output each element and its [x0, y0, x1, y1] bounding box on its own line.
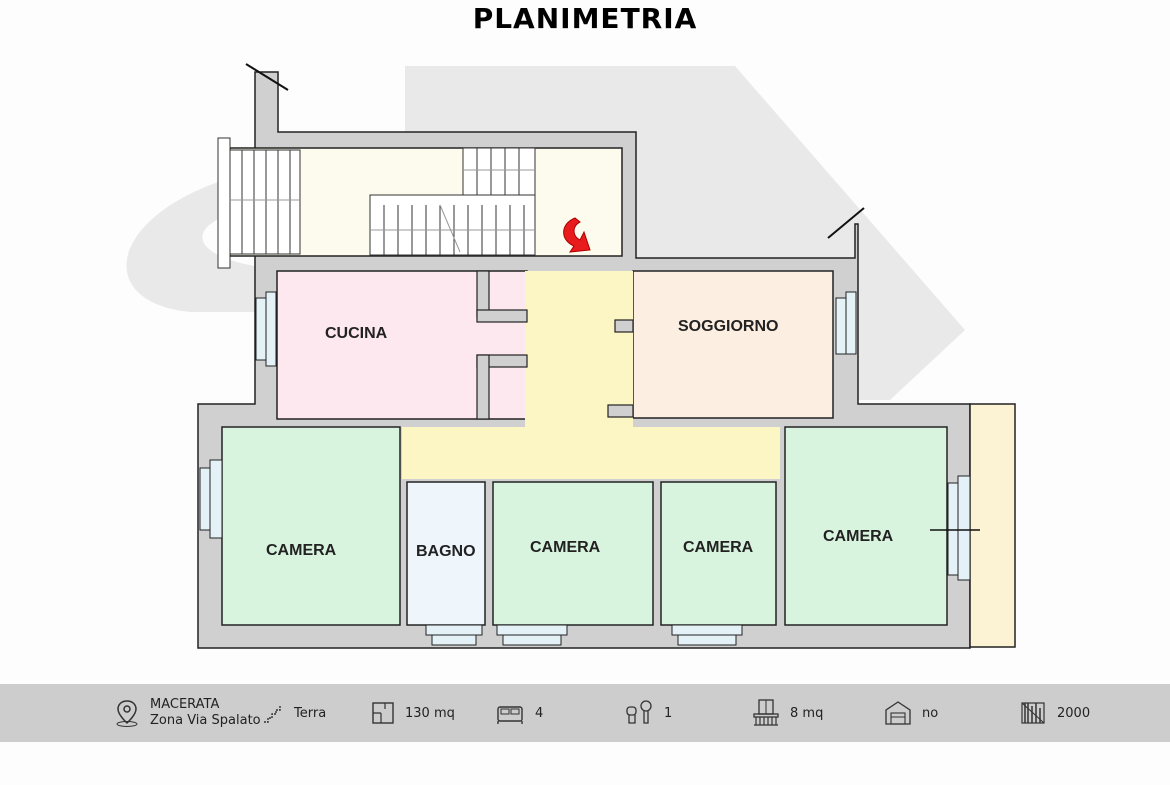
bedroom-2 — [492, 481, 654, 626]
bathroom-room — [406, 481, 486, 626]
page-title: PLANIMETRIA — [472, 2, 698, 35]
bedroom-3 — [660, 481, 777, 626]
floorplan-icon — [372, 702, 394, 724]
label-camera-3: CAMERA — [683, 539, 754, 556]
corridor-vertical — [525, 271, 633, 429]
floor-text: Terra — [294, 705, 327, 721]
terrace — [969, 403, 1016, 648]
property-info-bar: MACERATA Zona Via Spalato Terra 130 mq 4 — [0, 684, 1170, 742]
inner-walls — [476, 270, 634, 420]
rooms — [221, 147, 1016, 648]
garage-icon — [885, 701, 911, 725]
location-pin-icon — [116, 700, 138, 727]
label-soggiorno: SOGGIORNO — [678, 318, 778, 335]
living-room — [632, 270, 834, 419]
bathroom-icon — [626, 700, 652, 724]
bed-icon — [497, 706, 523, 724]
year-item: 2000 — [1019, 684, 1090, 742]
surface-item: 130 mq — [371, 684, 455, 742]
bedroom-4 — [784, 426, 948, 626]
garage-item: no — [884, 684, 938, 742]
label-camera-1: CAMERA — [266, 542, 337, 559]
bedrooms-item: 4 — [495, 684, 543, 742]
zone-text: Zona Via Spalato — [150, 713, 261, 728]
bedrooms-text: 4 — [535, 705, 544, 721]
stairs-icon — [264, 706, 281, 723]
year-text: 2000 — [1057, 705, 1091, 721]
garage-text: no — [922, 705, 939, 721]
bathrooms-text: 1 — [664, 705, 673, 721]
label-bagno: BAGNO — [416, 543, 476, 560]
bedroom-1 — [221, 426, 401, 626]
label-camera-2: CAMERA — [530, 539, 601, 556]
bathrooms-item: 1 — [624, 684, 672, 742]
floor-item: Terra — [262, 684, 326, 742]
label-cucina: CUCINA — [325, 325, 388, 342]
balcony-icon — [753, 699, 779, 726]
floor-plan: CUCINA SOGGIORNO CAMERA BAGNO CAMERA CAM… — [126, 63, 1016, 649]
surface-text: 130 mq — [405, 705, 455, 721]
balcony-text: 8 mq — [790, 705, 824, 721]
label-camera-4: CAMERA — [823, 528, 894, 545]
entrance-arrow-icon — [563, 217, 591, 253]
section-marks — [245, 63, 980, 531]
city-text: MACERATA — [150, 697, 220, 712]
building-year-icon — [1021, 702, 1045, 724]
corridor-horizontal — [402, 427, 780, 479]
location-item: MACERATA Zona Via Spalato — [114, 684, 261, 742]
balcony-item: 8 mq — [752, 684, 823, 742]
stairs — [217, 137, 536, 269]
windows — [199, 291, 971, 646]
